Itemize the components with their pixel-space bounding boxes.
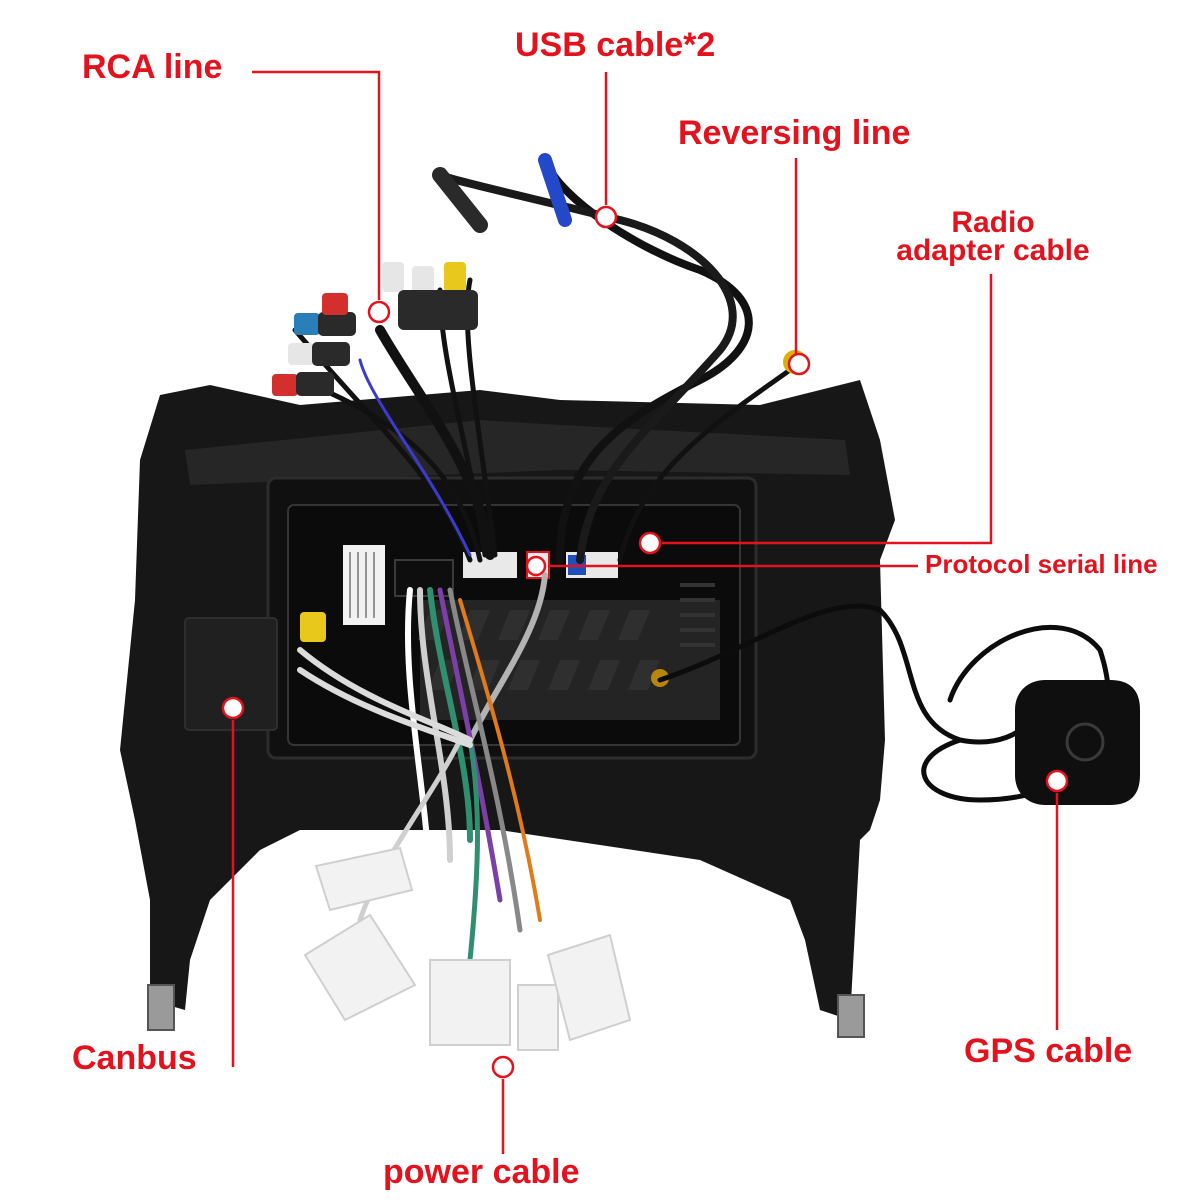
ring-marker-icon — [787, 352, 811, 376]
ring-marker-icon — [525, 555, 547, 577]
ring-marker-icon — [638, 531, 662, 555]
leader-rca — [252, 70, 381, 300]
power-connectors — [303, 846, 632, 1051]
power-plug-3 — [429, 959, 511, 1046]
ring-marker-icon — [1045, 769, 1069, 793]
rca-plug-icon — [322, 293, 348, 315]
label-power-cable: power cable — [383, 1153, 580, 1191]
unit-label-sticker — [343, 545, 385, 625]
rca-plug-icon — [294, 313, 320, 335]
label-radio-adapter-line1: Radio — [951, 206, 1035, 239]
rca-harness — [375, 325, 495, 560]
left-bracket-tab — [147, 984, 175, 1031]
head-unit — [120, 380, 895, 1038]
reversing-cable — [617, 367, 793, 563]
rca-plug-icon — [272, 374, 298, 396]
connector-power-socket — [394, 559, 454, 597]
ring-marker-icon — [221, 696, 245, 720]
power-plug-4 — [517, 984, 559, 1051]
rca-plugs — [272, 262, 478, 642]
rca-plug-icon — [300, 612, 326, 642]
gps-antenna-icon — [1015, 680, 1140, 805]
usb-connector-2 — [432, 167, 488, 233]
unit-top-rail — [185, 420, 850, 485]
rca-plug-icon — [444, 262, 466, 292]
ring-marker-icon — [491, 1055, 515, 1079]
power-plug-1 — [314, 846, 414, 912]
heatsink-slots — [418, 600, 720, 720]
gps-cable — [657, 603, 1043, 745]
cables — [292, 153, 1112, 963]
label-canbus: Canbus — [72, 1039, 197, 1077]
rca-plug-icon — [382, 262, 404, 292]
power-plug-2 — [303, 913, 417, 1022]
callout-lines — [231, 70, 1059, 1154]
label-reversing-line: Reversing line — [678, 114, 911, 152]
label-gps-cable: GPS cable — [964, 1032, 1133, 1070]
ring-marker-icon — [594, 205, 618, 229]
usb-connector-1 — [538, 153, 572, 227]
label-usb-cable: USB cable*2 — [515, 26, 716, 64]
canbus-box — [184, 617, 278, 731]
leader-radio-adapter — [662, 274, 993, 545]
usb-cable-2 — [436, 171, 737, 564]
markers — [221, 205, 1069, 1079]
rca-plug-icon — [288, 343, 314, 365]
label-rca-line: RCA line — [82, 48, 223, 86]
power-plug-5 — [546, 933, 632, 1042]
right-bracket-tab — [837, 994, 865, 1038]
right-fins — [680, 583, 715, 647]
ring-marker-icon — [367, 300, 391, 324]
rca-plug-icon — [412, 266, 434, 296]
label-protocol-serial-line: Protocol serial line — [925, 549, 1158, 579]
label-radio-adapter-line2: adapter cable — [896, 234, 1090, 267]
power-harness-main — [427, 587, 473, 843]
sticker-lines — [349, 552, 375, 618]
